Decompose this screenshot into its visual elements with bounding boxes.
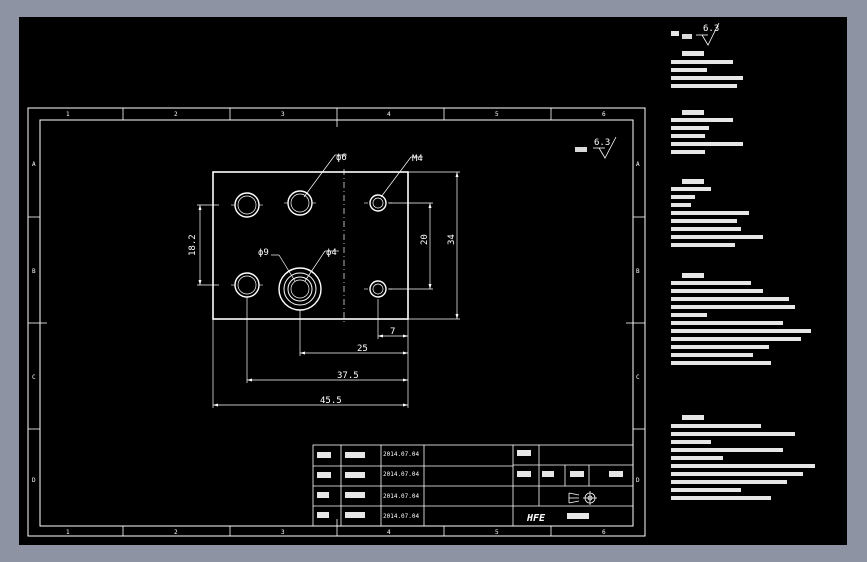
dim-dia9: ϕ9 [258, 248, 269, 258]
zone-letter: D [636, 477, 640, 484]
zone-letter: A [636, 161, 640, 168]
title-date-2: 2014.07.04 [383, 471, 420, 478]
hole-dia6[interactable] [287, 190, 313, 216]
plate-outline[interactable] [212, 171, 409, 320]
hole-m4[interactable] [369, 194, 387, 212]
part-view [197, 154, 460, 408]
zone-letter: C [636, 374, 640, 381]
zone-number: 6 [602, 111, 606, 118]
roughness-value-top: 6.3 [703, 24, 719, 34]
dim-7: 7 [390, 327, 395, 337]
roughness-symbol-frame [575, 136, 617, 159]
dim-dia4: ϕ4 [326, 248, 337, 258]
zone-letter: B [32, 268, 36, 275]
hole-lower-right[interactable] [369, 280, 387, 298]
zone-letters: A B C D A B C D [32, 161, 640, 484]
zone-letter: B [636, 268, 640, 275]
roughness-value-frame: 6.3 [594, 138, 610, 148]
title-block [312, 444, 634, 527]
outer-sheet-border [27, 107, 646, 537]
zone-number: 3 [281, 529, 285, 536]
title-date-3: 2014.07.04 [383, 493, 420, 500]
hole-dia9-counterbore[interactable] [278, 267, 322, 311]
hole-upper-left[interactable] [234, 192, 260, 218]
dim-20: 20 [420, 234, 430, 245]
zone-number: 3 [281, 111, 285, 118]
roughness-symbol-top [682, 22, 720, 46]
zone-letter: D [32, 477, 36, 484]
dim-25: 25 [357, 344, 368, 354]
drawing-canvas[interactable]: 1 2 3 4 5 6 1 2 3 4 5 6 A B C D A B C D [19, 17, 847, 545]
dim-37-5: 37.5 [337, 371, 359, 381]
title-date-4: 2014.07.04 [383, 513, 420, 520]
zone-ticks [28, 108, 645, 536]
cad-drawing: 1 2 3 4 5 6 1 2 3 4 5 6 A B C D A B C D [27, 22, 815, 537]
dim-m4: M4 [412, 154, 423, 164]
projection-symbol-icon [568, 491, 597, 505]
zone-number: 2 [174, 111, 178, 118]
title-block-labels [317, 450, 623, 519]
zone-letter: A [32, 161, 36, 168]
zone-number: 2 [174, 529, 178, 536]
zone-number: 5 [495, 111, 499, 118]
technical-notes [671, 31, 815, 500]
dim-dia6: ϕ6 [336, 153, 347, 163]
hole-lower-left[interactable] [234, 272, 260, 298]
zone-number: 1 [66, 529, 70, 536]
company-logo: HFE [526, 513, 546, 524]
dim-18-2: 18.2 [188, 234, 198, 256]
zone-number: 4 [387, 529, 391, 536]
zone-numbers: 1 2 3 4 5 6 1 2 3 4 5 6 [66, 111, 606, 536]
zone-number: 4 [387, 111, 391, 118]
dim-45-5: 45.5 [320, 396, 342, 406]
title-date-1: 2014.07.04 [383, 451, 420, 458]
zone-number: 1 [66, 111, 70, 118]
zone-number: 5 [495, 529, 499, 536]
zone-number: 6 [602, 529, 606, 536]
dim-34: 34 [447, 234, 457, 245]
zone-letter: C [32, 374, 36, 381]
